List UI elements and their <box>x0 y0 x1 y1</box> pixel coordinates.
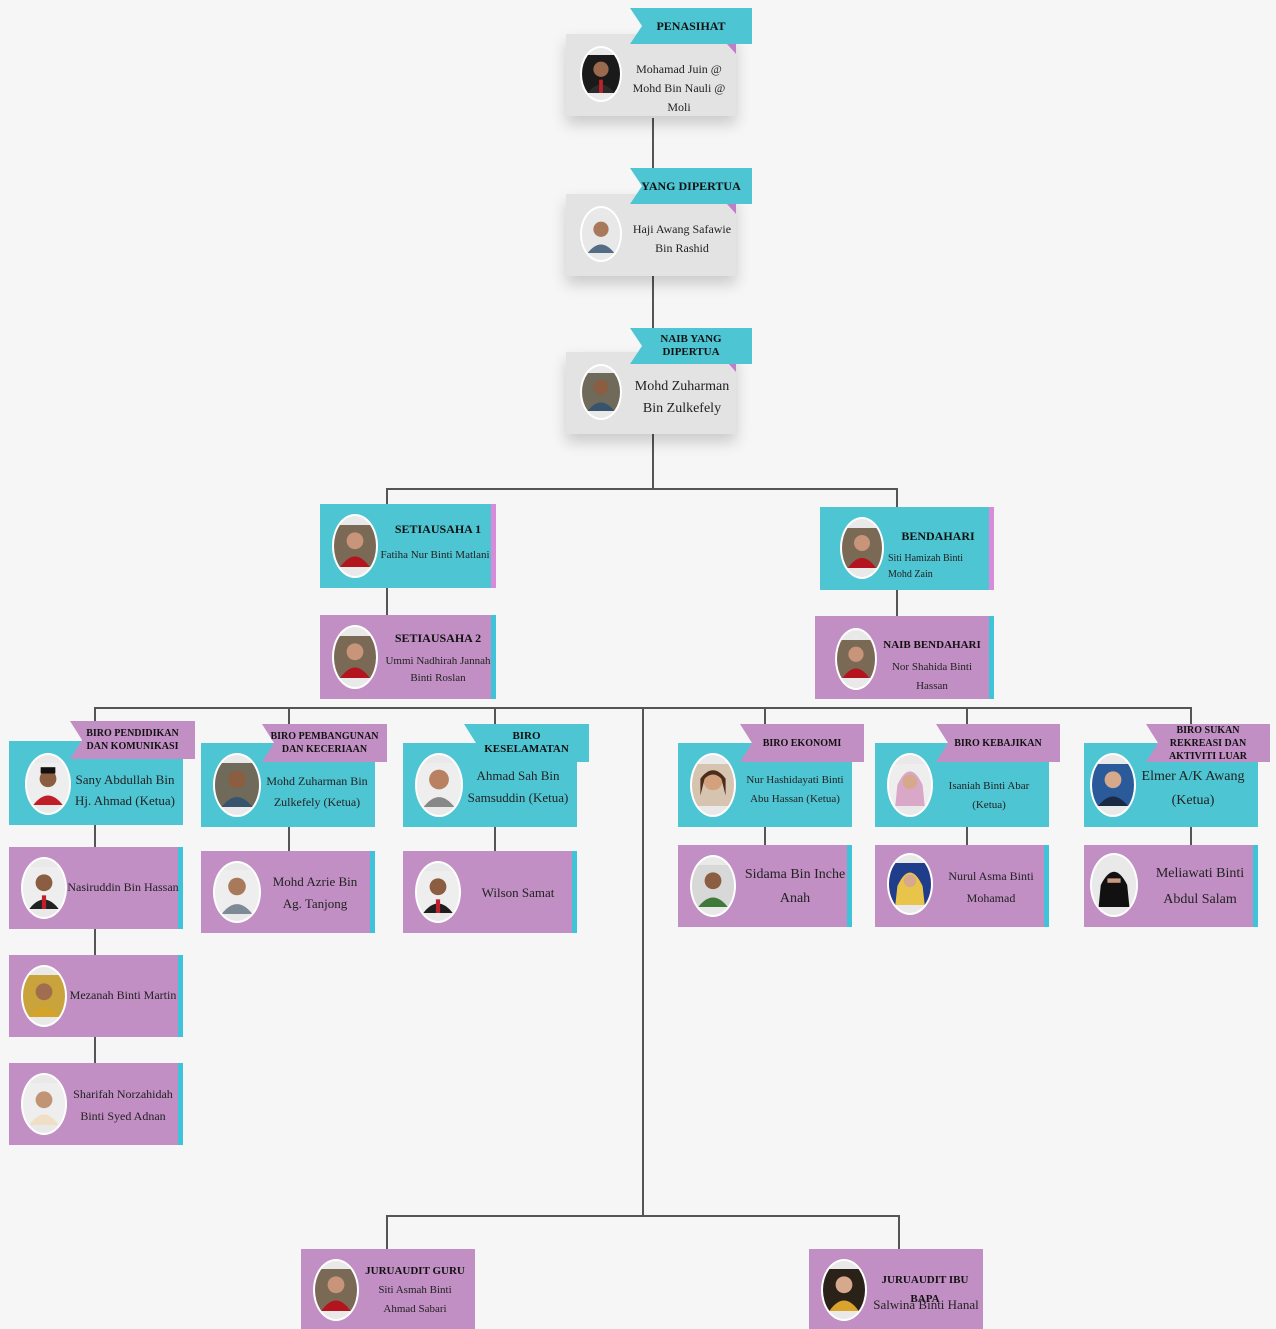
member-photo <box>21 1073 67 1135</box>
secretary2-photo <box>332 625 378 689</box>
teacher-auditor-photo <box>313 1259 359 1321</box>
bureau-development-head-name: Mohd Zuharman Bin Zulkefely (Ketua) <box>266 774 368 809</box>
bureau-development-head-photo <box>213 753 261 817</box>
connector-line <box>386 1215 388 1251</box>
bureau-welfare-member-card: Nurul Asma Binti Mohamad <box>875 845 1049 927</box>
treasurer-title: BENDAHARI <box>901 529 975 543</box>
advisor-name: Mohamad Juin @ Mohd Bin Nauli @ Moli <box>632 62 726 114</box>
member-photo <box>21 857 67 919</box>
secretary2-card: SETIAUSAHA 2 Ummi Nadhirah Jannah Binti … <box>320 615 496 699</box>
member-name: Sharifah Norzahidah Binti Syed Adnan <box>73 1087 173 1123</box>
vice-treasurer-title: NAIB BENDAHARI <box>883 639 981 651</box>
bureau-education-member-card: Nasiruddin Bin Hassan <box>9 847 183 929</box>
president-name: Haji Awang Safawie Bin Rashid <box>632 222 732 255</box>
bureau-safety-head-name: Ahmad Sah Bin Samsuddin (Ketua) <box>467 768 569 805</box>
bureau-development-member-card: Mohd Azrie Bin Ag. Tanjong <box>201 851 375 933</box>
vice-president-name: Mohd Zuharman Bin Zulkefely <box>634 379 730 416</box>
connector-line <box>764 827 766 845</box>
connector-line <box>896 590 898 616</box>
connector-line <box>288 827 290 851</box>
member-photo <box>21 965 67 1027</box>
bureau-welfare-title-ribbon: BIRO KEBAJIKAN <box>936 724 1060 762</box>
connector-line <box>386 588 388 616</box>
bureau-economy-head-name: Nur Hashidayati Binti Abu Hassan (Ketua) <box>746 774 844 805</box>
bureau-sports-head-card: Elmer A/K Awang (Ketua) <box>1084 743 1258 827</box>
connector-line <box>652 118 654 192</box>
teacher-auditor-name: Siti Asmah Binti Ahmad Sabari <box>378 1284 452 1315</box>
member-photo <box>1090 853 1138 917</box>
member-name: Meliawati Binti Abdul Salam <box>1155 866 1245 907</box>
connector-line <box>652 276 654 352</box>
connector-line <box>898 1215 900 1251</box>
member-name: Sidama Bin Inche Anah <box>744 867 846 906</box>
connector-line <box>386 488 388 506</box>
bureau-welfare-head-name: Isaniah Binti Abar (Ketua) <box>948 780 1030 811</box>
secretary2-name: Ummi Nadhirah Jannah Binti Roslan <box>385 655 491 684</box>
vice-president-card: Mohd Zuharman Bin Zulkefely <box>566 352 736 434</box>
connector-line <box>966 827 968 845</box>
secretary1-name: Fatiha Nur Binti Matlani <box>380 549 490 561</box>
member-photo <box>887 853 933 915</box>
bureau-sports-head-name: Elmer A/K Awang (Ketua) <box>1141 769 1245 808</box>
connector-line <box>94 929 96 955</box>
bureau-development-title-ribbon: BIRO PEMBANGUNAN DAN KECERIAAN <box>262 724 387 762</box>
bureau-safety-member-card: Wilson Samat <box>403 851 577 933</box>
bureau-safety-title-ribbon: BIRO KESELAMATAN <box>464 724 589 762</box>
parent-auditor-name: Salwina Binti Hanal <box>873 1297 979 1312</box>
vice-president-photo <box>580 364 622 420</box>
member-photo <box>213 861 261 923</box>
member-name: Nasiruddin Bin Hassan <box>67 880 179 894</box>
bureau-sports-title-ribbon: BIRO SUKAN REKREASI DAN AKTIVITI LUAR <box>1146 724 1270 762</box>
treasurer-card: BENDAHARI Siti Hamizah Binti Mohd Zain <box>820 507 994 590</box>
member-name: Mezanah Binti Martin <box>69 988 177 1002</box>
vice-treasurer-card: NAIB BENDAHARI Nor Shahida Binti Hassan <box>815 616 994 699</box>
teacher-auditor-card: JURUAUDIT GURU Siti Asmah Binti Ahmad Sa… <box>301 1249 475 1329</box>
member-name: Wilson Samat <box>481 885 555 900</box>
advisor-photo <box>580 46 622 102</box>
connector-line <box>896 488 898 508</box>
bureau-welfare-head-photo <box>887 753 933 817</box>
connector-line <box>94 1037 96 1063</box>
member-photo <box>690 855 736 917</box>
bureau-education-head-name: Sany Abdullah Bin Hj. Ahmad (Ketua) <box>74 772 175 808</box>
bureau-economy-head-photo <box>690 753 736 817</box>
treasurer-name: Siti Hamizah Binti Mohd Zain <box>888 553 963 580</box>
bureau-education-title-ribbon: BIRO PENDIDIKAN DAN KOMUNIKASI <box>70 721 195 759</box>
bureau-education-head-photo <box>25 753 71 815</box>
president-photo <box>580 206 622 262</box>
secretary2-title: SETIAUSAHA 2 <box>394 631 482 645</box>
president-card: Haji Awang Safawie Bin Rashid <box>566 194 736 276</box>
bureau-education-member-card: Sharifah Norzahidah Binti Syed Adnan <box>9 1063 183 1145</box>
advisor-title-ribbon: PENASIHAT <box>630 8 752 44</box>
connector-line <box>1190 827 1192 845</box>
connector-line <box>386 488 898 490</box>
parent-auditor-card: JURUAUDIT IBU BAPA Salwina Binti Hanal <box>809 1249 983 1329</box>
bureau-economy-member-card: Sidama Bin Inche Anah <box>678 845 852 927</box>
treasurer-photo <box>840 517 884 579</box>
parent-auditor-photo <box>821 1259 867 1321</box>
bureau-sports-head-photo <box>1090 753 1136 817</box>
vice-president-title-ribbon: NAIB YANG DIPERTUA <box>630 328 752 364</box>
connector-line <box>652 434 654 490</box>
teacher-auditor-title: JURUAUDIT GURU <box>365 1265 465 1277</box>
connector-line <box>494 827 496 851</box>
secretary1-title: SETIAUSAHA 1 <box>394 522 482 536</box>
member-photo <box>415 861 461 923</box>
member-name: Nurul Asma Binti Mohamad <box>948 869 1034 905</box>
vice-treasurer-photo <box>835 628 877 690</box>
secretary1-card: SETIAUSAHA 1 Fatiha Nur Binti Matlani <box>320 504 496 588</box>
secretary1-photo <box>332 514 378 578</box>
connector-line <box>642 707 644 1217</box>
member-name: Mohd Azrie Bin Ag. Tanjong <box>272 874 358 911</box>
president-title-ribbon: YANG DIPERTUA <box>630 168 752 204</box>
bureau-economy-title-ribbon: BIRO EKONOMI <box>740 724 864 762</box>
advisor-card: Mohamad Juin @ Mohd Bin Nauli @ Moli <box>566 34 736 116</box>
bureau-education-member-card: Mezanah Binti Martin <box>9 955 183 1037</box>
vice-treasurer-name: Nor Shahida Binti Hassan <box>891 661 973 692</box>
parent-auditor-title: JURUAUDIT IBU BAPA <box>881 1274 969 1305</box>
connector-line <box>386 1215 900 1217</box>
connector-line <box>94 825 96 847</box>
bureau-sports-member-card: Meliawati Binti Abdul Salam <box>1084 845 1258 927</box>
bureau-safety-head-photo <box>415 753 463 817</box>
